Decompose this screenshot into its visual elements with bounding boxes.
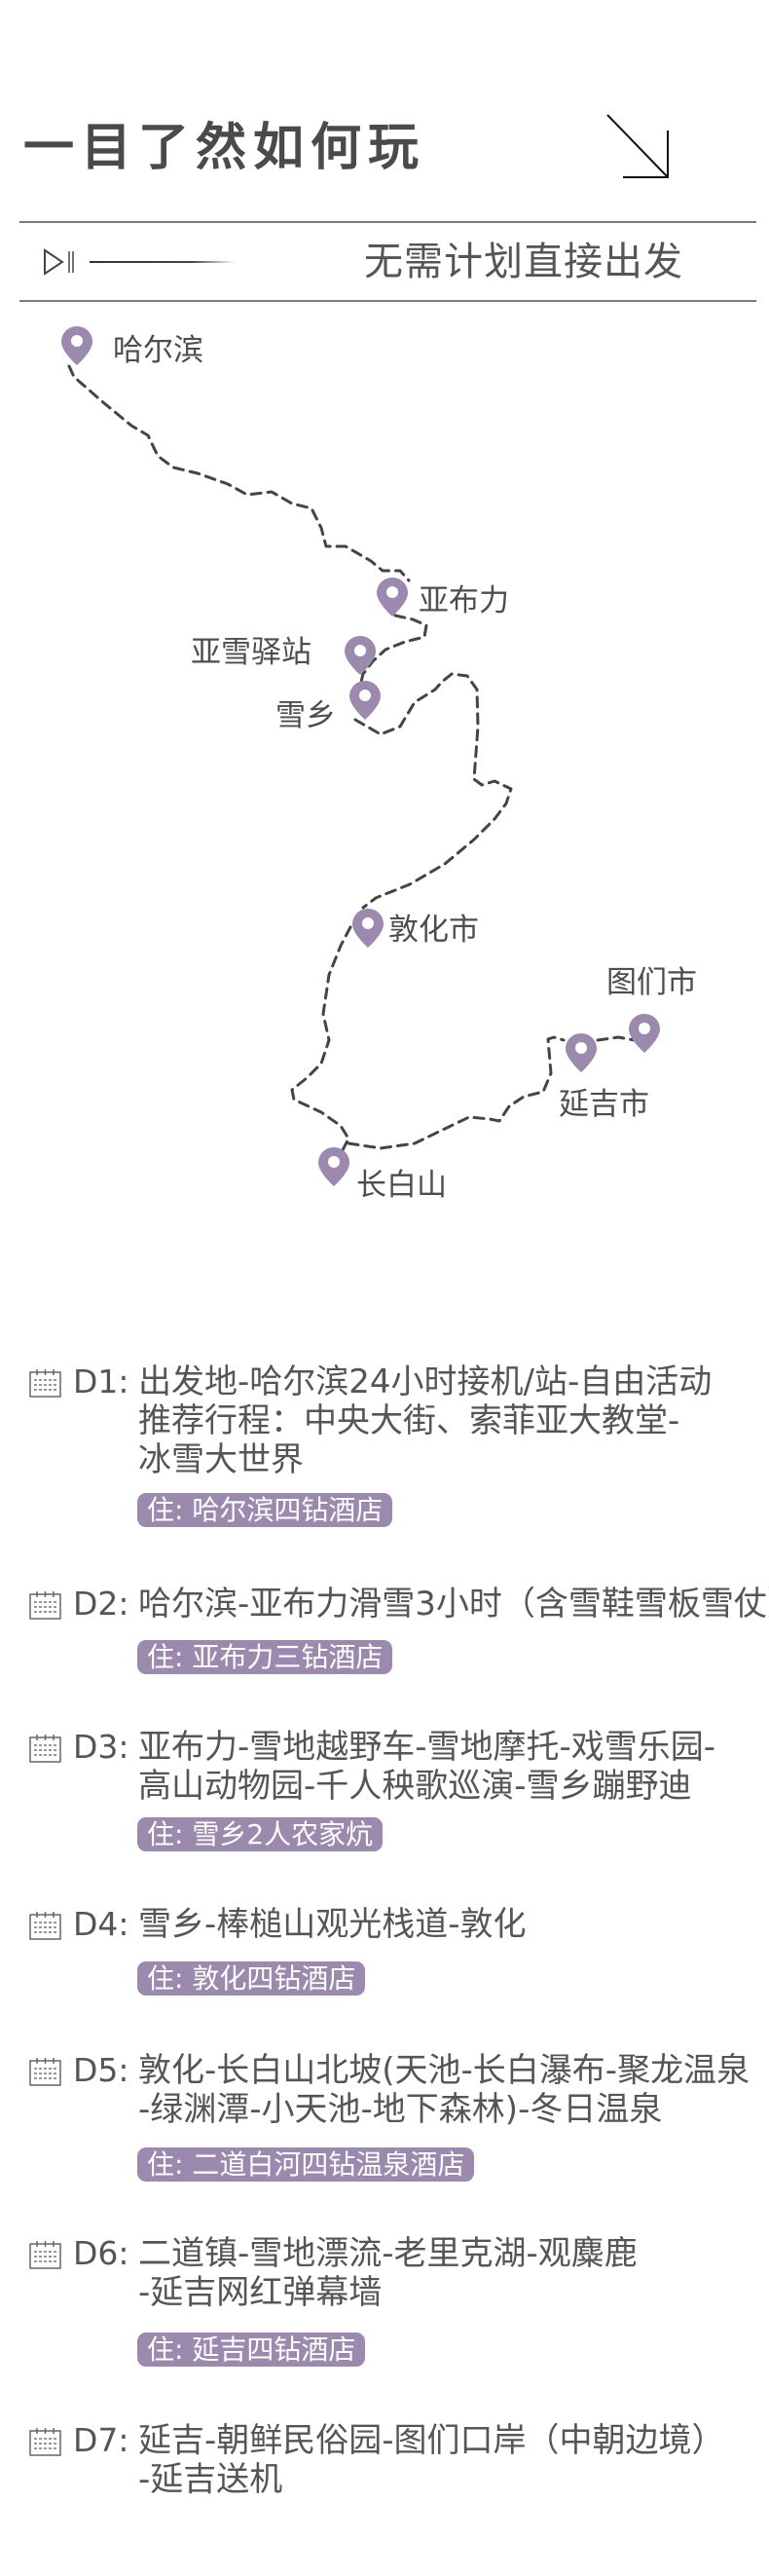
day-activity-line: 高山动物园-千人秧歌巡演-雪乡蹦野迪 bbox=[138, 1767, 692, 1806]
day-label: D6: bbox=[73, 2234, 129, 2272]
day-activity-line: -延吉网红弹幕墙 bbox=[138, 2273, 383, 2312]
map-label-yaxue-station: 亚雪驿站 bbox=[191, 635, 311, 670]
day-label: D5: bbox=[73, 2051, 129, 2089]
calendar-icon bbox=[29, 1911, 61, 1940]
day-activity-line: 敦化-长白山北坡(天池-长白瀑布-聚龙温泉 bbox=[138, 2051, 751, 2090]
calendar-icon bbox=[29, 1590, 61, 1620]
day-activity-line: 冰雪大世界 bbox=[138, 1440, 304, 1479]
hotel-badge: 住: 二道白河四钻温泉酒店 bbox=[137, 2147, 475, 2182]
hotel-badge: 住: 雪乡2人农家炕 bbox=[137, 1817, 384, 1851]
arrow-down-right-icon bbox=[606, 114, 669, 178]
map-pin-icon[interactable] bbox=[317, 1146, 350, 1187]
day-activity-line: 二道镇-雪地漂流-老里克湖-观麋鹿 bbox=[138, 2234, 638, 2273]
day-activity-line: 推荐行程：中央大街、索菲亚大教堂- bbox=[138, 1401, 680, 1440]
map-label-harbin: 哈尔滨 bbox=[113, 333, 203, 368]
day-label: D4: bbox=[73, 1905, 129, 1943]
day-activity-line: -延吉送机 bbox=[138, 2460, 283, 2499]
subtitle: 无需计划直接出发 bbox=[364, 240, 683, 284]
day-label: D3: bbox=[73, 1728, 129, 1766]
route-dunhua-changbaishan bbox=[290, 925, 352, 1164]
map-pin-icon[interactable] bbox=[348, 680, 382, 721]
calendar-icon bbox=[29, 1368, 61, 1398]
day-label: D7: bbox=[73, 2421, 129, 2459]
map-label-dunhua: 敦化市 bbox=[388, 913, 479, 948]
day-activity-line: -绿渊潭-小天池-地下森林)-冬日温泉 bbox=[138, 2090, 663, 2129]
play-icon bbox=[44, 248, 236, 276]
day-activity-line: 延吉-朝鲜民俗园-图们口岸（中朝边境） bbox=[138, 2421, 725, 2460]
route-map bbox=[67, 364, 637, 1164]
route-xuexiang-dunhua bbox=[353, 672, 513, 910]
map-label-xuexiang: 雪乡 bbox=[275, 698, 336, 733]
day-activity-line: 出发地-哈尔滨24小时接机/站-自由活动 bbox=[138, 1363, 713, 1401]
divider-bottom bbox=[19, 300, 756, 302]
map-label-changbaishan: 长白山 bbox=[356, 1168, 447, 1203]
map-pin-icon[interactable] bbox=[376, 577, 409, 617]
route-yabuli-xuexiang bbox=[359, 614, 428, 684]
divider-top bbox=[19, 221, 756, 223]
day-activity-line: 哈尔滨-亚布力滑雪3小时（含雪鞋雪板雪仗） bbox=[138, 1585, 769, 1624]
calendar-icon bbox=[29, 1734, 61, 1763]
map-pin-icon[interactable] bbox=[628, 1013, 661, 1054]
map-label-tumen: 图们市 bbox=[606, 965, 697, 1000]
map-pin-icon[interactable] bbox=[565, 1032, 598, 1073]
map-pin-icon[interactable] bbox=[351, 908, 384, 949]
day-activity-line: 雪乡-棒槌山观光栈道-敦化 bbox=[138, 1905, 527, 1944]
hotel-badge: 住: 敦化四钻酒店 bbox=[137, 1961, 366, 1996]
calendar-icon bbox=[29, 2240, 61, 2269]
hotel-badge: 住: 亚布力三钻酒店 bbox=[137, 1640, 393, 1674]
map-label-yanji: 延吉市 bbox=[559, 1087, 649, 1122]
day-label: D1: bbox=[73, 1363, 129, 1400]
calendar-icon bbox=[29, 2057, 61, 2086]
route-changbaishan-yanji bbox=[347, 1035, 566, 1150]
route-harbin-yabuli bbox=[67, 364, 411, 582]
hotel-badge: 住: 延吉四钻酒店 bbox=[137, 2333, 366, 2367]
day-label: D2: bbox=[73, 1585, 129, 1623]
hotel-badge: 住: 哈尔滨四钻酒店 bbox=[137, 1493, 393, 1527]
map-pin-icon[interactable] bbox=[60, 325, 93, 366]
route-yanji-tumen bbox=[596, 1035, 637, 1042]
map-pin-icon[interactable] bbox=[344, 635, 377, 676]
day-activity-line: 亚布力-雪地越野车-雪地摩托-戏雪乐园- bbox=[138, 1728, 716, 1767]
page-title: 一目了然如何玩 bbox=[23, 118, 426, 177]
map-label-yabuli: 亚布力 bbox=[419, 583, 509, 618]
calendar-icon bbox=[29, 2427, 61, 2456]
